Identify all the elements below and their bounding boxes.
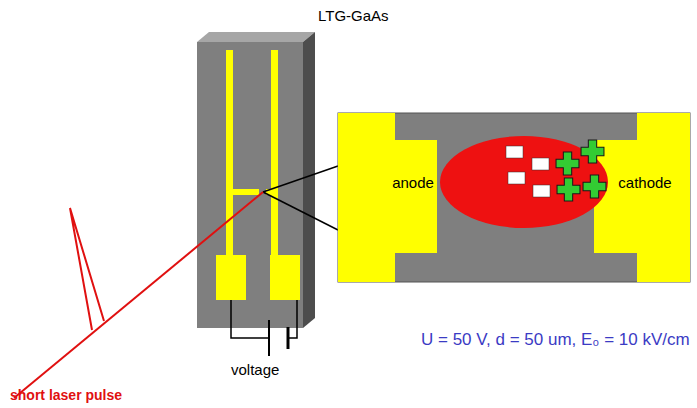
electrode-label: anode xyxy=(392,174,434,191)
electrode-pad xyxy=(216,255,246,300)
electron xyxy=(533,185,550,197)
electrode-label: cathode xyxy=(618,174,671,191)
electrode-line xyxy=(226,50,233,260)
electrode-line xyxy=(271,50,278,260)
inset-ground xyxy=(338,113,690,282)
battery-plate xyxy=(268,320,270,356)
hole xyxy=(556,152,579,175)
laser-label: short laser pulse xyxy=(10,387,122,404)
electrode-label-box: anode xyxy=(389,172,437,193)
hole xyxy=(583,175,606,198)
wire xyxy=(288,300,297,338)
chip-title: LTG-GaAs xyxy=(318,7,389,25)
zoom-line xyxy=(263,166,338,192)
hole xyxy=(557,178,580,201)
electrode-tip xyxy=(233,189,259,195)
laser-beam xyxy=(14,192,263,398)
electron xyxy=(532,158,549,170)
wire xyxy=(231,300,268,338)
anode-electrode xyxy=(338,113,437,282)
chip-face xyxy=(197,42,303,328)
zoom-line xyxy=(263,192,338,230)
parameter-note: U = 50 V, d = 50 um, E₀ = 10 kV/cm xyxy=(421,330,690,350)
electrode-pad xyxy=(270,255,300,300)
hole xyxy=(581,140,604,163)
electron xyxy=(506,146,523,158)
electron xyxy=(508,172,525,184)
voltage-label: voltage xyxy=(231,361,279,379)
chip-top xyxy=(197,32,315,42)
excitation-spot xyxy=(440,136,608,228)
laser-pulse xyxy=(70,208,104,330)
chip-side xyxy=(303,32,315,328)
electrode-label-box: cathode xyxy=(615,172,675,193)
cathode-electrode xyxy=(594,113,690,282)
